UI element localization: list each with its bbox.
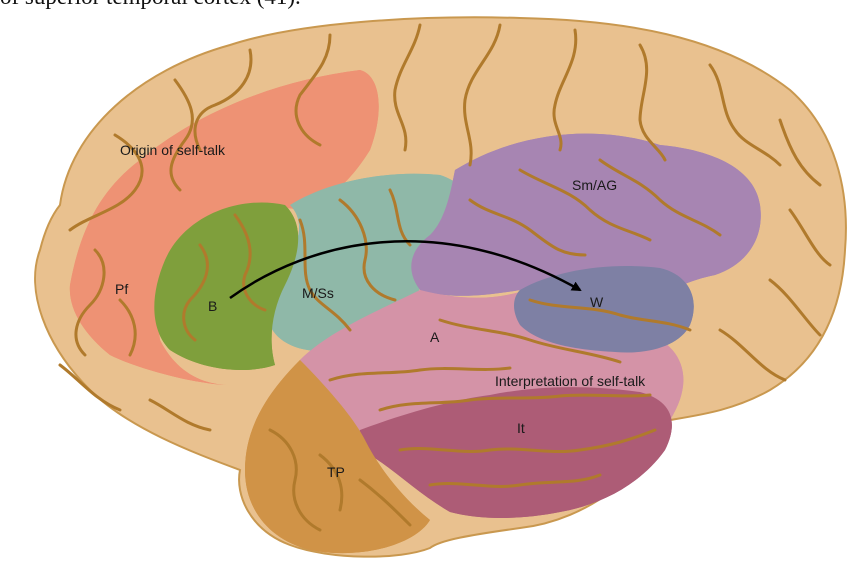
a-label: A <box>430 329 440 345</box>
interpretation-label: Interpretation of self-talk <box>495 373 646 389</box>
mss-label: M/Ss <box>302 285 334 301</box>
w-label: W <box>590 294 604 310</box>
origin-label: Origin of self-talk <box>120 142 226 158</box>
tp-label: TP <box>327 464 345 480</box>
smag-label: Sm/AG <box>572 177 617 193</box>
pf-label: Pf <box>115 281 128 297</box>
b-label: B <box>208 298 217 314</box>
it-label: It <box>517 420 525 436</box>
